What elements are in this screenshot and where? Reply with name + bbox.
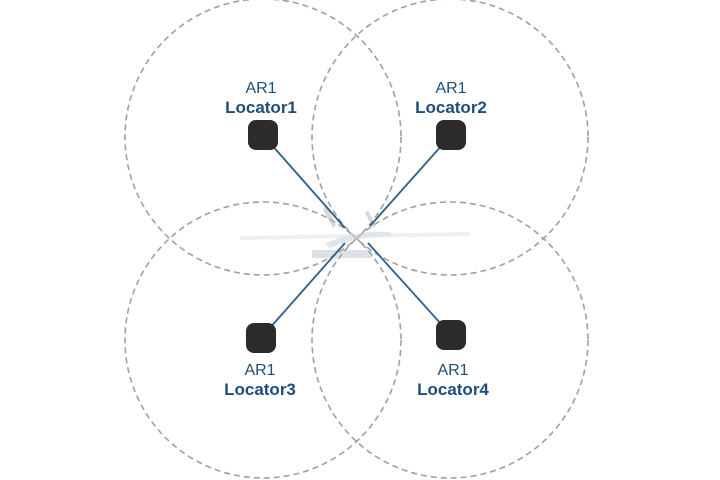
coverage-circle-locator1 xyxy=(124,0,402,276)
tracked-object-icon xyxy=(240,205,470,258)
link-line-locator3 xyxy=(260,242,346,339)
locator4-device-icon xyxy=(436,320,466,350)
link-line-locator1 xyxy=(262,134,346,229)
locator1-model: AR1 xyxy=(245,80,277,97)
locator3-model: AR1 xyxy=(244,362,276,379)
locator4-label: AR1 Locator4 xyxy=(373,362,533,400)
locator3-device-icon xyxy=(246,323,276,353)
link-line-locator2 xyxy=(369,134,452,227)
coverage-circle-locator2 xyxy=(311,0,589,276)
locator2-name: Locator2 xyxy=(415,98,487,118)
locator2-model: AR1 xyxy=(435,80,467,97)
link-line-locator4 xyxy=(367,242,452,336)
locator3-label: AR1 Locator3 xyxy=(180,362,340,400)
locator1-name: Locator1 xyxy=(225,98,297,118)
locator1-label: AR1 Locator1 xyxy=(181,80,341,118)
coverage-circle-locator3 xyxy=(124,201,402,479)
locator1-device-icon xyxy=(248,120,278,150)
coverage-circle-locator4 xyxy=(311,201,589,479)
locator3-name: Locator3 xyxy=(224,380,296,400)
locator4-name: Locator4 xyxy=(417,380,489,400)
locator2-device-icon xyxy=(436,120,466,150)
locator4-model: AR1 xyxy=(437,362,469,379)
locator2-label: AR1 Locator2 xyxy=(371,80,531,118)
